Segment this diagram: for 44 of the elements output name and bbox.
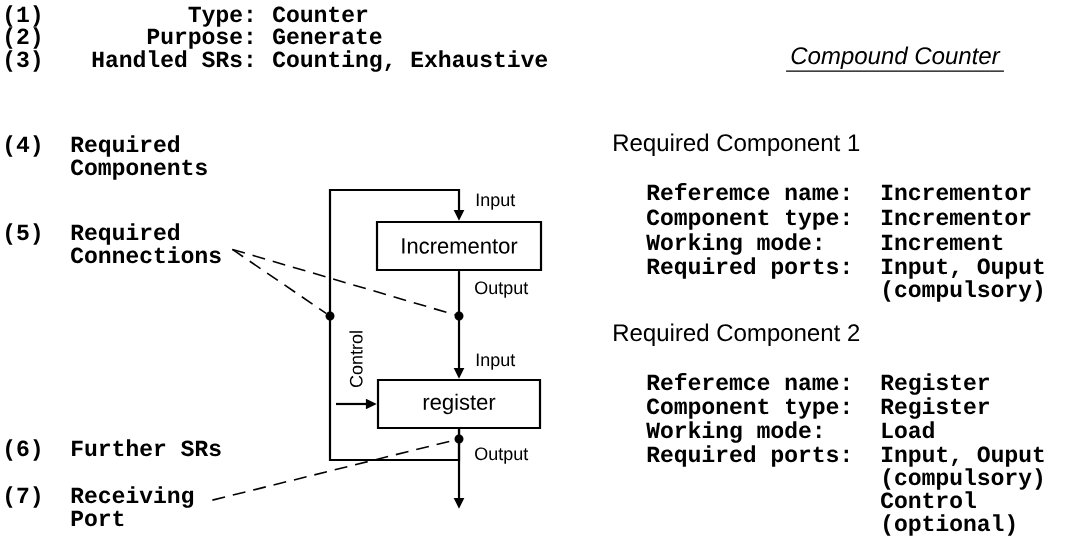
field-value: Counter xyxy=(273,6,368,23)
field-label: Working mode: xyxy=(646,233,821,255)
numbered-item: (5) Required Connections xyxy=(6,223,221,264)
field-value: Counting, Exhaustive xyxy=(273,50,548,72)
field-value: Generate xyxy=(273,28,382,45)
port-label: Output xyxy=(475,281,529,298)
field-label: Working mode: xyxy=(646,421,821,443)
leader-line xyxy=(231,248,456,316)
field-label: Component type: xyxy=(647,209,848,230)
callout-number: (6) xyxy=(6,439,40,461)
arrow xyxy=(328,188,465,462)
component-box: register xyxy=(376,378,542,430)
callout-number: (2) xyxy=(6,27,40,49)
item-text: Further SRs xyxy=(72,439,221,457)
field-value: Incrementor xyxy=(881,209,1031,226)
field-label: Handled SRs: xyxy=(92,50,252,68)
field-value: Register xyxy=(881,397,989,419)
port-label: Control xyxy=(349,331,363,388)
field-label: Referemce name: xyxy=(647,183,848,201)
section-heading: Required Component 1 xyxy=(614,133,860,156)
title: Compound Counter xyxy=(785,46,1005,72)
item-text: Required Components xyxy=(71,135,207,180)
numbered-item: (7) Receiving Port xyxy=(6,486,194,527)
field-label: Referemce name: xyxy=(647,373,848,391)
callout-number: (3) xyxy=(6,50,40,72)
field-label: Required ports: xyxy=(647,257,848,279)
field-label: Component type: xyxy=(647,398,848,419)
field-label: Purpose: xyxy=(147,28,252,49)
port-label: Output xyxy=(475,447,529,464)
field-value: Input, Ouput (compulsory) Control (optional) xyxy=(881,446,1044,536)
callout-number: (4) xyxy=(6,135,40,157)
field-value: Input, Ouput (compulsory) xyxy=(881,258,1044,302)
port-label: Input xyxy=(476,193,516,210)
field-value: Incrementor xyxy=(881,184,1031,201)
leader-line xyxy=(231,248,327,315)
field-value: Register xyxy=(881,373,989,395)
component-box: Incrementor xyxy=(375,220,543,272)
field-value: Increment xyxy=(881,234,1003,251)
field-value: Load xyxy=(882,421,934,439)
port-label: Input xyxy=(476,353,516,370)
field-label: Type: xyxy=(188,6,252,27)
callout-number: (1) xyxy=(6,5,40,27)
field-label: Required ports: xyxy=(647,445,848,467)
section-heading: Required Component 2 xyxy=(614,323,860,346)
